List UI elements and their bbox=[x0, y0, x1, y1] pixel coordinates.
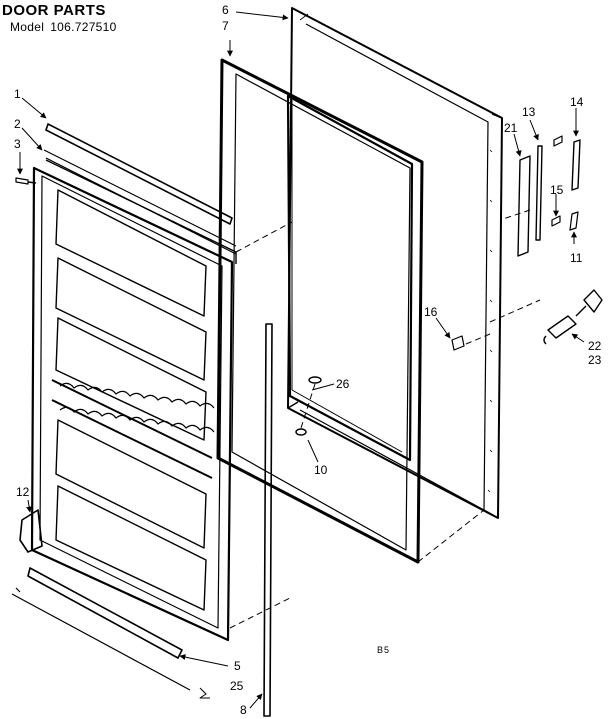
outer-door-panel bbox=[287, 7, 503, 519]
hinge-bracket bbox=[19, 509, 43, 553]
callout-21: 21 bbox=[504, 121, 518, 135]
diagram-title: DOOR PARTS bbox=[2, 2, 106, 19]
callout-14: 14 bbox=[570, 95, 584, 109]
callout-22: 22 bbox=[588, 339, 602, 353]
vertical-breaker-strip bbox=[263, 323, 273, 717]
callout-11: 11 bbox=[570, 251, 583, 265]
bottom-breaker-strip bbox=[27, 567, 183, 659]
callout-15: 15 bbox=[550, 183, 564, 197]
callout-10: 10 bbox=[314, 463, 328, 477]
model-line: Model 106.727510 bbox=[10, 20, 123, 34]
callout-8: 8 bbox=[240, 703, 247, 717]
callout-13: 13 bbox=[522, 105, 536, 119]
door-gasket-frame bbox=[216, 58, 424, 564]
door-spring bbox=[543, 289, 603, 345]
diagram-code: B5 bbox=[377, 645, 391, 655]
callout-16: 16 bbox=[424, 305, 438, 319]
inner-door-liner bbox=[30, 159, 237, 642]
door-stop bbox=[451, 335, 465, 351]
leader-lines bbox=[17, 11, 585, 709]
model-number: 106.727510 bbox=[50, 20, 117, 34]
top-trim-strip bbox=[45, 123, 233, 225]
callout-26: 26 bbox=[336, 377, 350, 391]
callout-1: 1 bbox=[14, 87, 21, 101]
alignment-lines bbox=[229, 209, 541, 629]
callout-5: 5 bbox=[234, 659, 241, 673]
callout-6: 6 bbox=[222, 3, 229, 17]
screw bbox=[15, 177, 37, 185]
washer bbox=[295, 428, 307, 436]
callout-12: 12 bbox=[16, 485, 30, 499]
bottom-trim-strip bbox=[11, 587, 191, 691]
top-breaker-strip bbox=[43, 149, 237, 255]
handle-hardware bbox=[517, 135, 581, 257]
callout-25: 25 bbox=[230, 679, 244, 693]
plug-button bbox=[308, 376, 322, 384]
callout-7: 7 bbox=[222, 19, 229, 33]
callout-2: 2 bbox=[14, 117, 21, 131]
callout-23: 23 bbox=[588, 353, 602, 367]
model-label: Model bbox=[10, 20, 45, 34]
callout-3: 3 bbox=[14, 137, 21, 151]
